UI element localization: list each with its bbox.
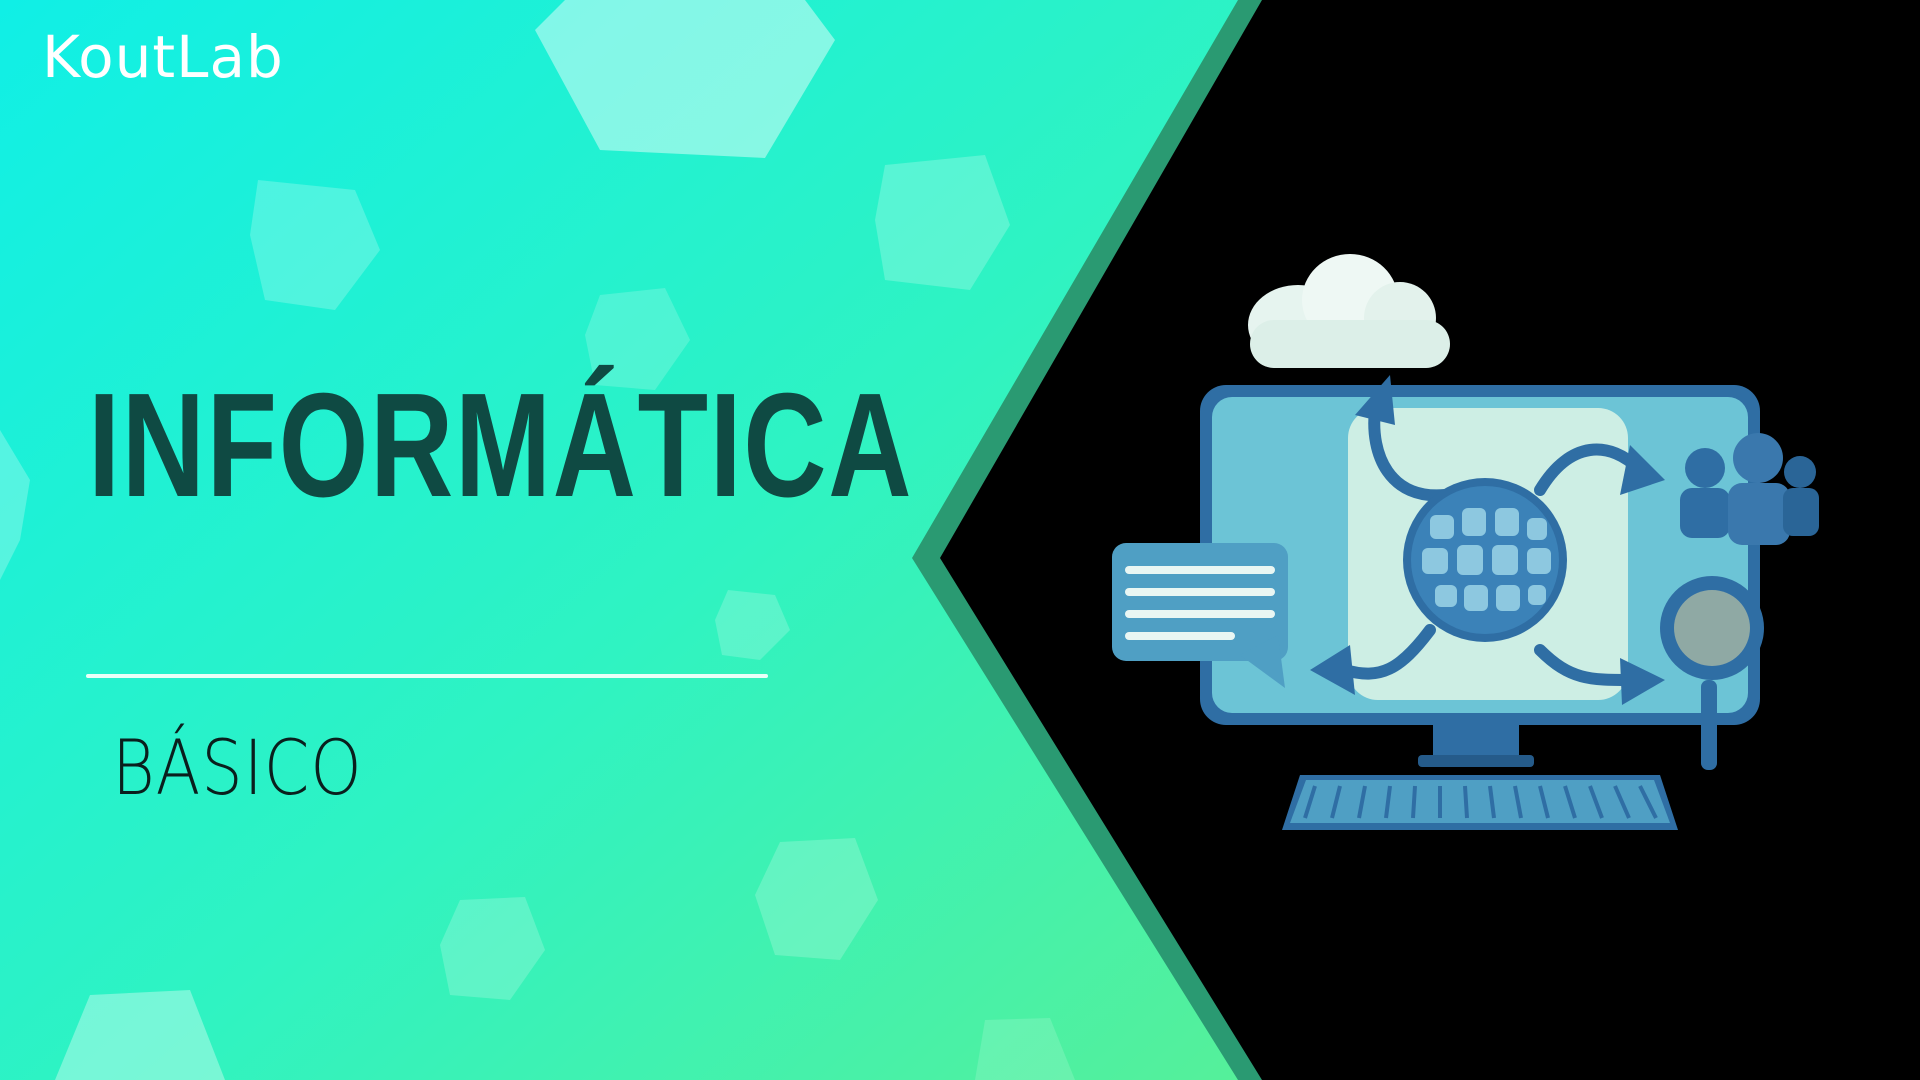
globe-icon — [1403, 478, 1567, 642]
cloud-icon — [1248, 254, 1450, 368]
hexagon-shape — [0, 430, 30, 580]
hexagon-shape — [250, 180, 380, 310]
hexagon-shape — [55, 990, 225, 1080]
keyboard-icon — [1282, 775, 1678, 830]
hexagon-shape — [715, 590, 790, 660]
hexagon-shape — [975, 1018, 1075, 1080]
page-title: INFORMÁTICA — [88, 363, 914, 528]
page-subtitle: BÁSICO — [112, 723, 363, 812]
hexagon-shape — [875, 155, 1010, 290]
magnifier-icon — [1660, 576, 1764, 770]
hexagon-shape — [585, 288, 690, 390]
arrow-heads — [1310, 375, 1665, 705]
chat-bubble-icon — [1112, 543, 1288, 688]
brand-logo: KoutLab — [42, 23, 284, 91]
gradient-panel — [0, 0, 1238, 1080]
hexagon-pattern — [0, 0, 1075, 1080]
users-icon — [1680, 433, 1819, 545]
computer-network-illustration — [1112, 254, 1819, 830]
hexagon-shape — [755, 838, 878, 960]
hexagon-shape — [535, 0, 835, 158]
title-divider — [86, 674, 768, 678]
hexagon-shape — [440, 897, 545, 1000]
